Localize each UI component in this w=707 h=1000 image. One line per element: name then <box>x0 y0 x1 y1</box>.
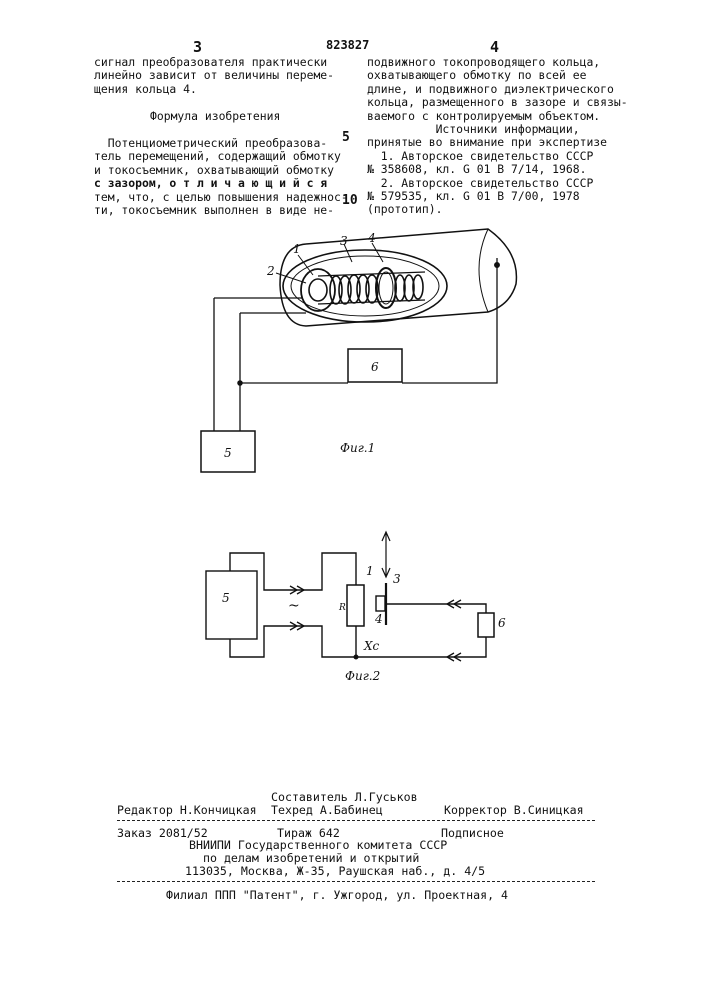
divider <box>117 881 595 882</box>
left-end-ring-inner <box>309 279 327 301</box>
label-2: 2 <box>266 264 275 278</box>
editor: Редактор Н.Кончицкая <box>117 803 257 817</box>
figure-1-caption: Фиг.1 <box>340 441 375 455</box>
organization-dept: по делам изобретений и открытий <box>203 851 419 865</box>
block-5 <box>206 571 257 639</box>
label-6: 6 <box>498 616 506 630</box>
tube-end-cap <box>479 229 488 312</box>
resistor-1 <box>347 585 364 626</box>
lower-conductor <box>230 626 486 657</box>
resistor-6 <box>478 613 494 637</box>
label-1: 1 <box>293 242 301 256</box>
label-ac: ~ <box>288 598 300 614</box>
label-4: 4 <box>374 612 383 626</box>
contact-4 <box>376 596 385 611</box>
tech-editor: Техред А.Бабинец <box>271 803 383 817</box>
label-r: R <box>338 603 346 613</box>
corrector: Корректор В.Синицкая <box>444 803 584 817</box>
label-xc: Xc <box>363 639 380 653</box>
label-5: 5 <box>224 446 232 460</box>
divider <box>117 820 595 821</box>
label-4: 4 <box>367 231 376 245</box>
address: 113035, Москва, Ж-35, Раушская наб., д. … <box>185 864 485 878</box>
composer: Составитель Л.Гуськов <box>271 790 418 804</box>
label-6: 6 <box>371 360 379 374</box>
branch-address: Филиал ППП "Патент", г. Ужгород, ул. Про… <box>166 888 508 902</box>
subscription: Подписное <box>441 826 504 840</box>
label-1: 1 <box>366 564 374 578</box>
figure-1 <box>201 229 516 472</box>
figure-2-caption: Фиг.2 <box>345 669 380 683</box>
label-3: 3 <box>393 572 401 586</box>
label-5: 5 <box>222 591 230 605</box>
figure-2 <box>206 532 494 661</box>
label-3: 3 <box>340 234 348 248</box>
organization: ВНИИПИ Государственного комитета СССР <box>189 838 447 852</box>
figure-1-labels: 1 2 3 4 5 6 Фиг.1 <box>224 231 379 460</box>
motion-arrow <box>382 532 390 577</box>
